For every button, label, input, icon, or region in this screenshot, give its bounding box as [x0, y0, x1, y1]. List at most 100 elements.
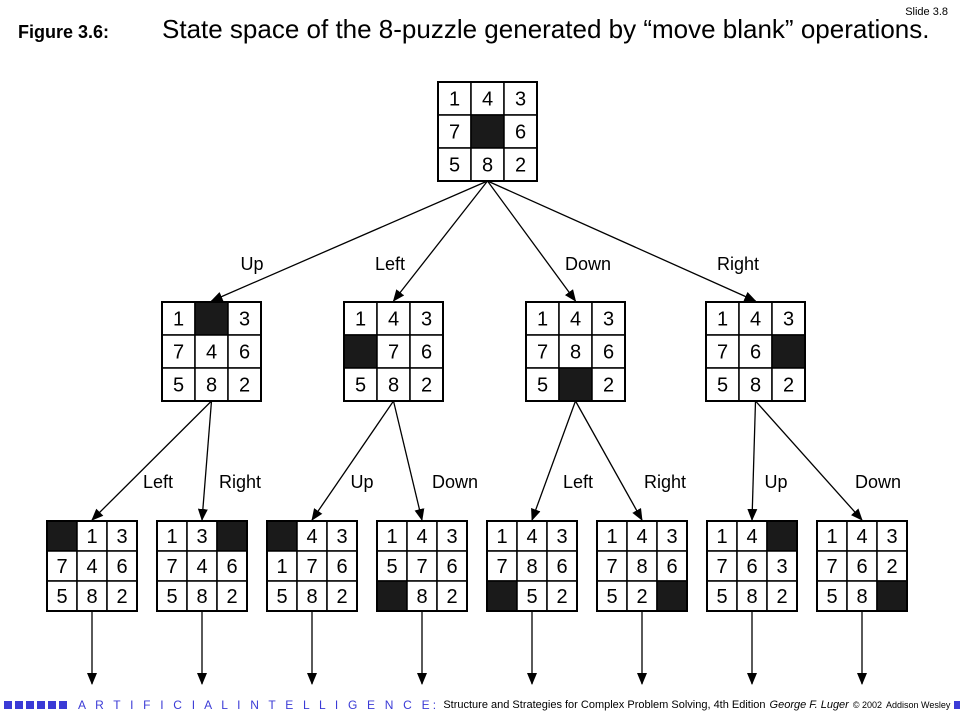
blank-tile	[766, 520, 798, 552]
move-arrow	[311, 400, 395, 521]
tile-number: 2	[336, 586, 347, 608]
move-arrow	[392, 180, 489, 302]
move-label: Right	[644, 472, 686, 492]
blank-tile	[376, 580, 408, 612]
tile-number: 3	[116, 526, 127, 548]
move-label: Up	[350, 472, 373, 492]
tile	[816, 580, 848, 612]
tile-number: 7	[416, 556, 427, 578]
move-arrow	[747, 400, 758, 521]
tile	[296, 550, 328, 582]
tile-number: 3	[446, 526, 457, 548]
tile-number: 8	[388, 375, 399, 397]
tile	[436, 580, 468, 612]
tile-number: 7	[388, 342, 399, 364]
tile-number: 5	[526, 586, 537, 608]
footer-book-title: Structure and Strategies for Complex Pro…	[443, 699, 766, 711]
tile-number: 1	[276, 556, 287, 578]
tile-number: 3	[666, 526, 677, 548]
tile-number: 6	[556, 556, 567, 578]
tile-number: 2	[603, 375, 614, 397]
tile-number: 1	[355, 309, 366, 331]
tile-number: 3	[886, 526, 897, 548]
tile	[626, 580, 658, 612]
tile	[436, 550, 468, 582]
move-arrow	[91, 400, 212, 521]
tile-number: 1	[86, 526, 97, 548]
tile	[76, 520, 108, 552]
tile-number: 2	[515, 155, 526, 177]
tile	[326, 580, 358, 612]
tile-number: 5	[826, 586, 837, 608]
move-arrow	[487, 180, 757, 302]
blank-tile	[656, 580, 688, 612]
figure-label: Figure 3.6:	[18, 22, 110, 42]
tile-number: 6	[750, 342, 761, 364]
tile-number: 7	[717, 342, 728, 364]
move-arrow	[210, 180, 488, 302]
tile-number: 8	[416, 586, 427, 608]
tile-number: 4	[746, 526, 757, 548]
tile-number: 8	[86, 586, 97, 608]
blank-tile	[470, 114, 505, 149]
tile-number: 7	[56, 556, 67, 578]
move-label: Down	[565, 254, 611, 274]
tile-number: 1	[716, 526, 727, 548]
tile	[546, 580, 578, 612]
tile-number: 3	[421, 309, 432, 331]
tile-number: 3	[515, 89, 526, 111]
tile-number: 5	[717, 375, 728, 397]
tile-number: 2	[421, 375, 432, 397]
figure-title: State space of the 8-puzzle generated by…	[162, 14, 930, 44]
tile	[266, 550, 298, 582]
tile-number: 3	[239, 309, 250, 331]
footer-squares-left	[4, 701, 70, 709]
tile-number: 3	[783, 309, 794, 331]
tile-number: 7	[537, 342, 548, 364]
tile	[525, 301, 560, 336]
tile	[409, 334, 444, 369]
tile	[326, 520, 358, 552]
tile-number: 2	[556, 586, 567, 608]
tile	[194, 367, 229, 402]
tile-number: 2	[226, 586, 237, 608]
tile-number: 8	[750, 375, 761, 397]
tile	[186, 520, 218, 552]
tile	[503, 147, 538, 182]
tile	[591, 367, 626, 402]
blank-tile	[486, 580, 518, 612]
move-label: Up	[240, 254, 263, 274]
tile-number: 4	[636, 526, 647, 548]
tile-number: 1	[537, 309, 548, 331]
tile-number: 8	[746, 586, 757, 608]
footer-publisher: Addison Wesley	[886, 700, 951, 710]
tile	[738, 367, 773, 402]
tile	[296, 580, 328, 612]
tile-number: 8	[196, 586, 207, 608]
tile-number: 4	[482, 89, 493, 111]
tile-number: 5	[386, 556, 397, 578]
move-label: Left	[375, 254, 405, 274]
slide-number: Slide 3.8	[905, 6, 948, 18]
footer-squares-right	[954, 701, 960, 709]
tile-number: 8	[206, 375, 217, 397]
tile-number: 7	[449, 122, 460, 144]
tile-number: 1	[449, 89, 460, 111]
tile	[406, 550, 438, 582]
tile-number: 3	[196, 526, 207, 548]
blank-tile	[266, 520, 298, 552]
tile	[409, 367, 444, 402]
tile-number: 6	[446, 556, 457, 578]
move-arrow	[486, 180, 577, 302]
tile-number: 1	[166, 526, 177, 548]
tile-number: 3	[603, 309, 614, 331]
move-label: Left	[143, 472, 173, 492]
tile-number: 8	[306, 586, 317, 608]
